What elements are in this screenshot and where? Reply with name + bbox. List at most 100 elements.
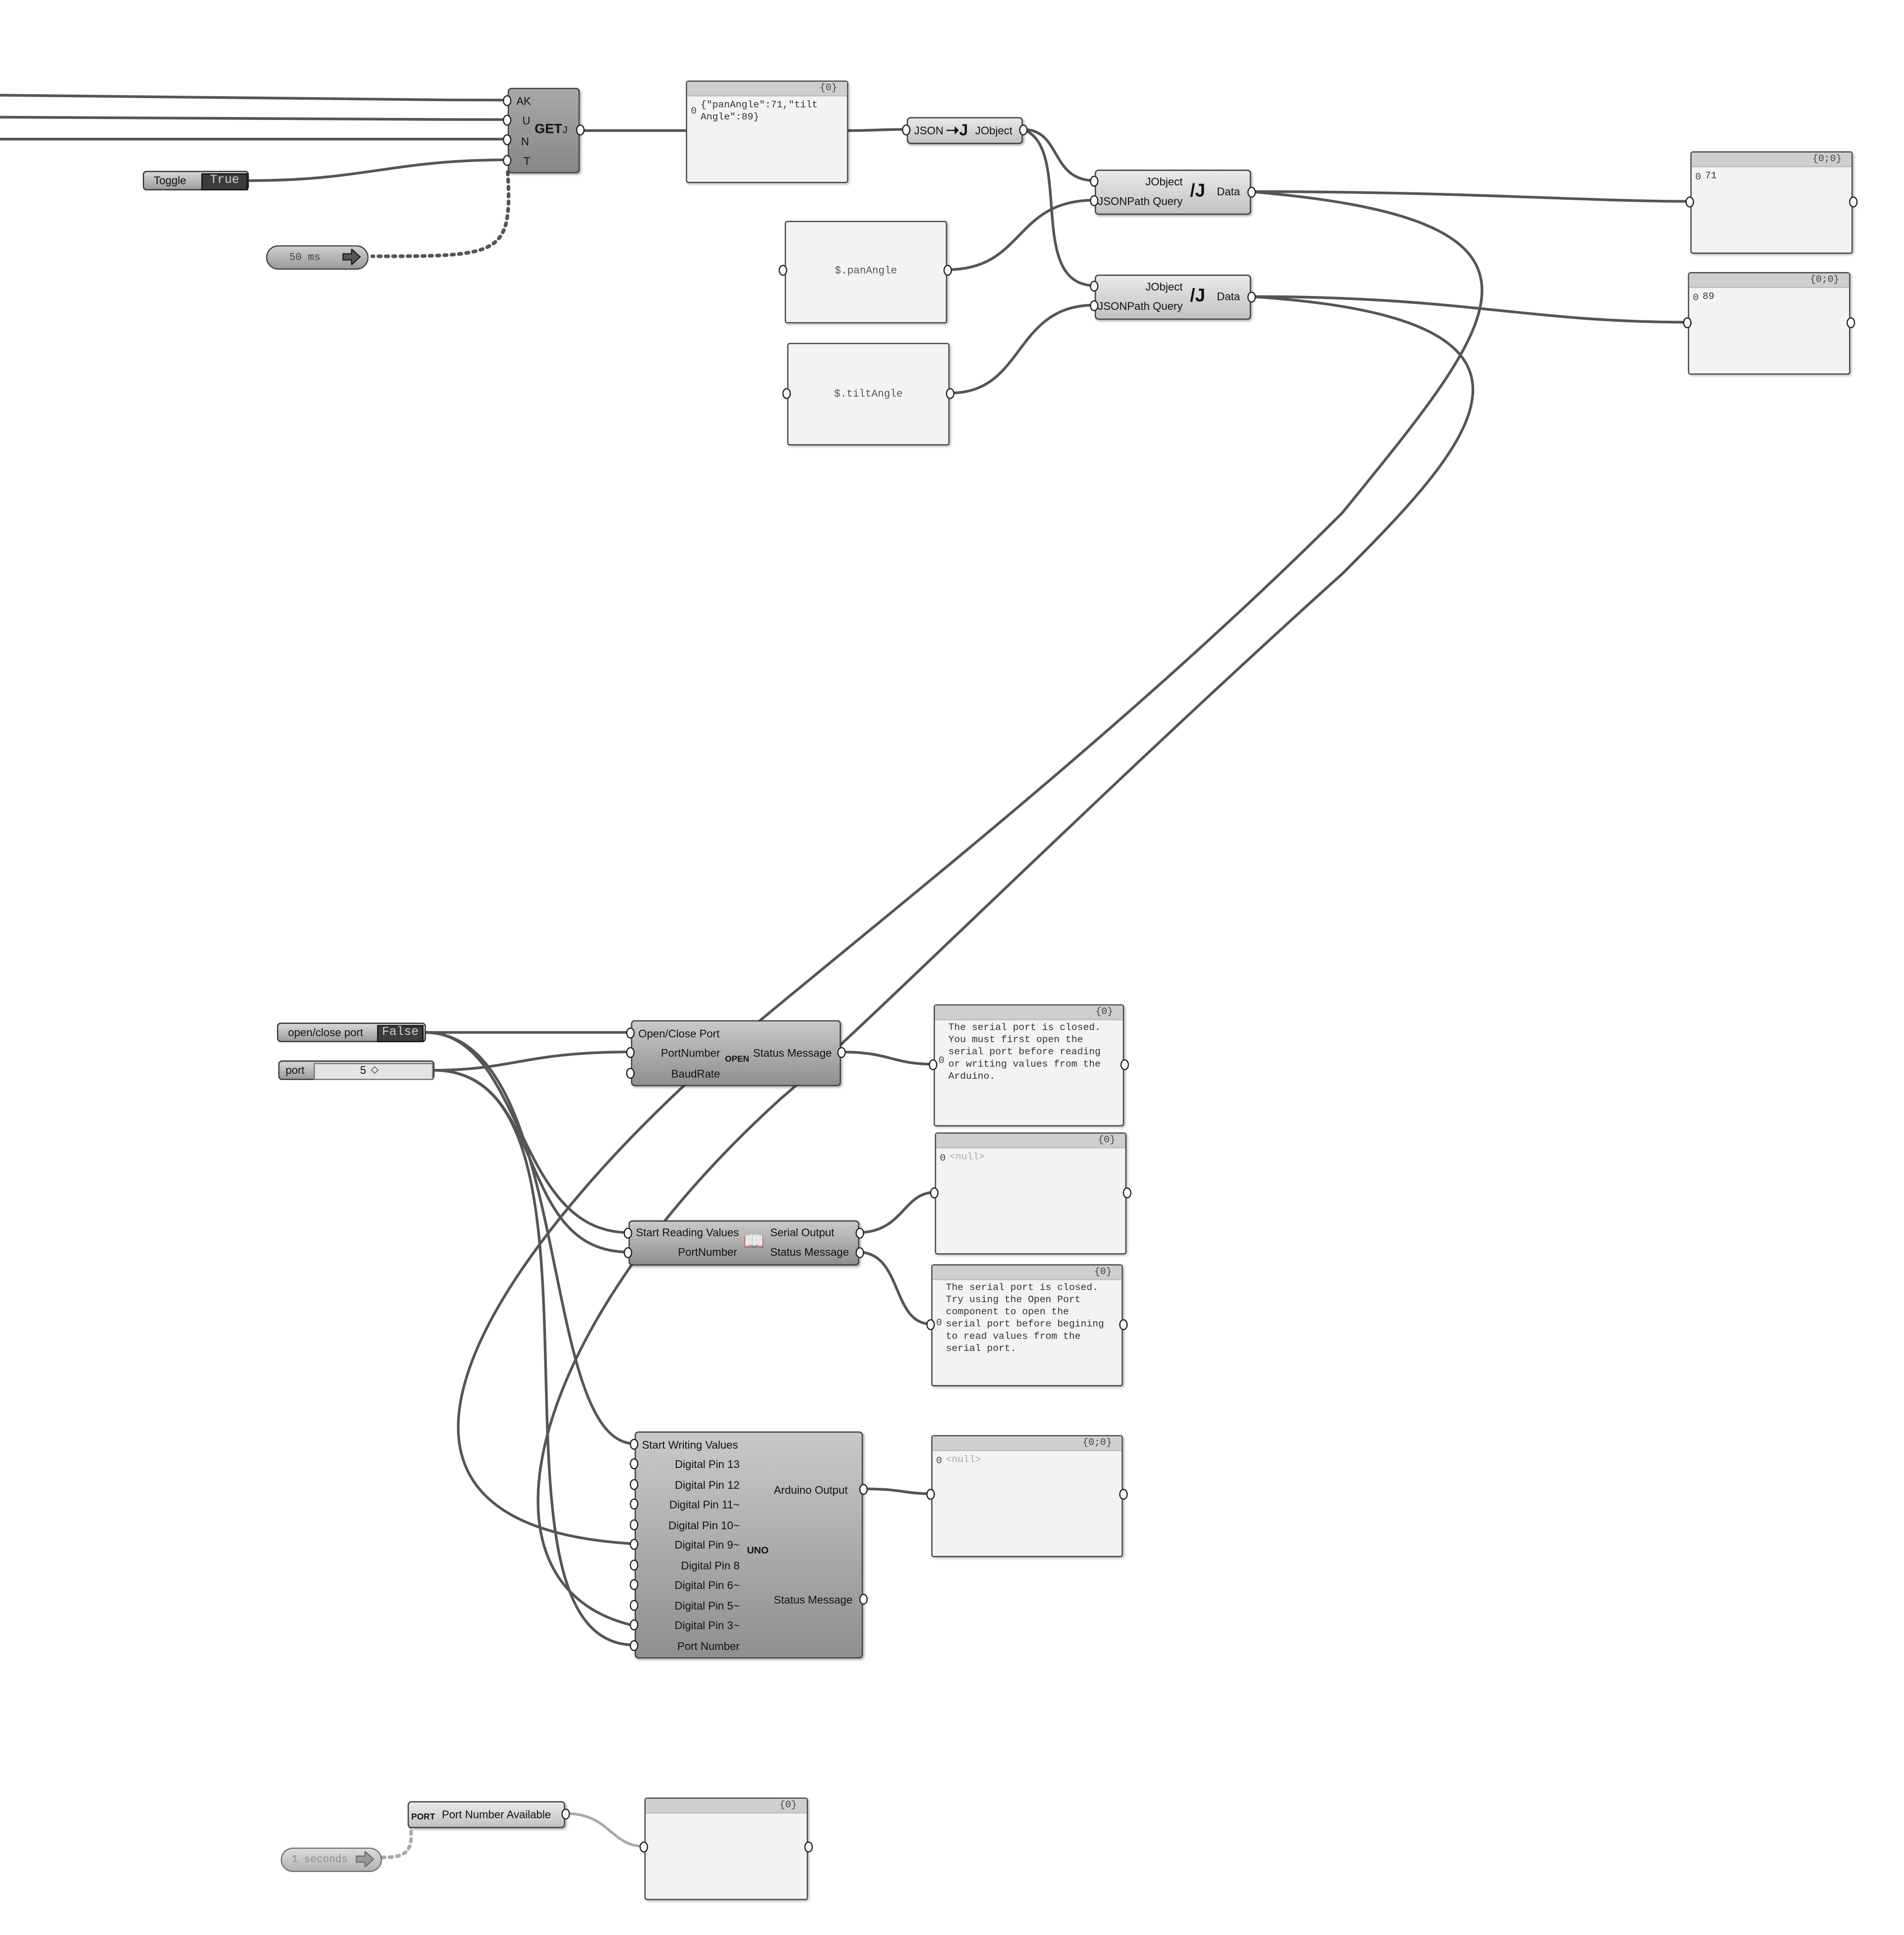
serial-output-panel[interactable]: {0} 0 <null> [935, 1132, 1127, 1255]
write-grip-in-9[interactable] [630, 1600, 639, 1611]
json-conv-grip-in[interactable] [902, 124, 911, 136]
write-grip-out-2[interactable] [859, 1593, 868, 1605]
write-grip-in-6[interactable] [630, 1538, 639, 1550]
read-grip-out-2[interactable] [855, 1247, 864, 1258]
avail-panel-grip-in[interactable] [639, 1841, 649, 1853]
tilt-angle-query-panel[interactable]: $.tiltAngle [787, 343, 950, 446]
pan-query-grip-out[interactable] [943, 265, 952, 276]
read-status-panel[interactable]: {0} 0 The serial port is closed. Try usi… [931, 1264, 1123, 1387]
read-grip-in-2[interactable] [623, 1247, 633, 1258]
read-status-text: The serial port is closed. Try using the… [946, 1283, 1110, 1355]
boolean-toggle[interactable]: Toggle True [142, 171, 249, 190]
out89-grip-out[interactable] [1846, 317, 1855, 329]
read-serial-component[interactable]: Start Reading Values PortNumber 📖 Serial… [628, 1220, 859, 1266]
panel-index: 0 [1693, 293, 1699, 304]
jsonpath-pan-component[interactable]: JObject JSONPath Query /J Data [1094, 170, 1251, 215]
toggle-value[interactable]: True [201, 173, 248, 190]
open-port-grip-1[interactable] [626, 1027, 635, 1039]
port-number-slider[interactable]: port 5 ◇ [278, 1060, 435, 1080]
jsonpath2-output-data: Data [1217, 290, 1240, 303]
out89-grip-in[interactable] [1683, 317, 1692, 329]
json-response-text: {"panAngle":71,"tilt Angle":89} [700, 100, 824, 123]
write-grip-out-1[interactable] [859, 1484, 868, 1495]
jsonpath1-grip-jobject[interactable] [1090, 176, 1099, 187]
get-grip-t[interactable] [503, 155, 512, 166]
write-input-pin11: Digital Pin 11~ [669, 1498, 740, 1511]
timer-50ms[interactable]: 50 ms [266, 245, 369, 270]
pan-query-grip-in[interactable] [778, 265, 787, 276]
panel-header: {0} [646, 1799, 807, 1814]
json-conv-grip-out[interactable] [1019, 124, 1028, 136]
pan-angle-output-panel[interactable]: {0;0} 0 71 [1690, 151, 1853, 254]
open-status-grip-out[interactable] [1120, 1059, 1129, 1070]
panel-index: 0 [691, 106, 697, 117]
jsonpath1-input-query: JSONPath Query [1098, 195, 1183, 208]
get-grip-u[interactable] [503, 115, 512, 126]
panel-index: 0 [938, 1055, 945, 1067]
avail-panel-grip-out[interactable] [804, 1841, 813, 1853]
json-response-panel[interactable]: {0} 0 {"panAngle":71,"tilt Angle":89} [686, 80, 848, 183]
json-to-jobject-component[interactable]: JSON ➝J JObject [906, 117, 1023, 144]
port-available-panel[interactable]: {0} [644, 1797, 808, 1900]
write-input-pin6: Digital Pin 6~ [674, 1579, 740, 1591]
write-grip-in-3[interactable] [630, 1479, 639, 1490]
read-status-grip-out[interactable] [1119, 1319, 1128, 1331]
jsonpath1-grip-data[interactable] [1247, 186, 1256, 198]
open-port-grip-2[interactable] [626, 1047, 635, 1058]
open-status-grip-in[interactable] [929, 1059, 938, 1070]
write-out-grip-in[interactable] [926, 1489, 935, 1500]
jsonpath2-grip-data[interactable] [1247, 292, 1256, 303]
open-close-value[interactable]: False [377, 1025, 424, 1043]
port-check-icon: PORT [411, 1813, 435, 1822]
tilt-query-grip-out[interactable] [946, 388, 954, 399]
write-grip-in-7[interactable] [630, 1559, 639, 1571]
timer-1s[interactable]: 1 seconds [281, 1847, 382, 1872]
get-input-ak: AK [516, 95, 531, 108]
get-grip-n[interactable] [503, 134, 512, 145]
open-port-component[interactable]: Open/Close Port PortNumber BaudRate OPEN… [631, 1020, 841, 1086]
jsonpath2-grip-query[interactable] [1090, 300, 1099, 311]
open-port-grip-3[interactable] [626, 1067, 635, 1079]
write-grip-in-11[interactable] [630, 1640, 639, 1651]
get-input-t: T [523, 155, 531, 168]
write-input-pin12: Digital Pin 12 [675, 1479, 740, 1491]
tilt-angle-output-panel[interactable]: {0;0} 0 89 [1688, 272, 1850, 375]
write-input-pin13: Digital Pin 13 [675, 1458, 740, 1471]
write-grip-in-8[interactable] [630, 1579, 639, 1590]
out71-grip-in[interactable] [1685, 196, 1694, 208]
write-grip-in-10[interactable] [630, 1619, 639, 1631]
port-avail-grip-out[interactable] [561, 1808, 570, 1820]
read-out-grip-in[interactable] [930, 1187, 939, 1199]
write-arduino-component[interactable]: Start Writing Values Digital Pin 13 Digi… [634, 1431, 863, 1659]
open-port-status-panel[interactable]: {0} 0 The serial port is closed. You mus… [934, 1004, 1125, 1126]
read-grip-in-1[interactable] [623, 1228, 633, 1239]
jsonpath2-grip-jobject[interactable] [1090, 281, 1099, 292]
panel-index: 0 [936, 1456, 942, 1467]
http-get-component[interactable]: AK U N T GET J [507, 88, 580, 174]
jsonpath-tilt-component[interactable]: JObject JSONPath Query /J Data [1094, 274, 1251, 320]
panel-header: {0} [935, 1005, 1123, 1020]
read-grip-out-1[interactable] [855, 1228, 864, 1239]
read-out-grip-out[interactable] [1123, 1187, 1131, 1199]
pan-angle-query-panel[interactable]: $.panAngle [784, 221, 948, 324]
read-book-icon: 📖 [743, 1231, 765, 1251]
write-grip-in-5[interactable] [630, 1519, 639, 1530]
open-close-port-toggle[interactable]: open/close port False [277, 1022, 426, 1043]
out71-grip-out[interactable] [1849, 196, 1858, 208]
slider-track[interactable]: 5 ◇ [313, 1062, 433, 1080]
write-grip-in-2[interactable] [630, 1458, 639, 1469]
port-available-component[interactable]: PORT Port Number Available [408, 1801, 565, 1828]
open-port-icon: OPEN [725, 1055, 749, 1064]
write-out-grip-out[interactable] [1119, 1489, 1128, 1500]
write-grip-in-1[interactable] [630, 1439, 639, 1450]
get-grip-j[interactable] [576, 124, 585, 136]
open-port-grip-out[interactable] [837, 1047, 846, 1058]
read-status-grip-in[interactable] [926, 1319, 935, 1331]
get-grip-ak[interactable] [503, 95, 512, 107]
tilt-query-grip-in[interactable] [782, 388, 791, 399]
jsonpath1-grip-query[interactable] [1090, 195, 1099, 206]
slider-handle-icon[interactable]: ◇ [371, 1064, 379, 1075]
write-grip-in-4[interactable] [630, 1498, 639, 1510]
arduino-output-panel[interactable]: {0;0} 0 <null> [931, 1435, 1123, 1557]
